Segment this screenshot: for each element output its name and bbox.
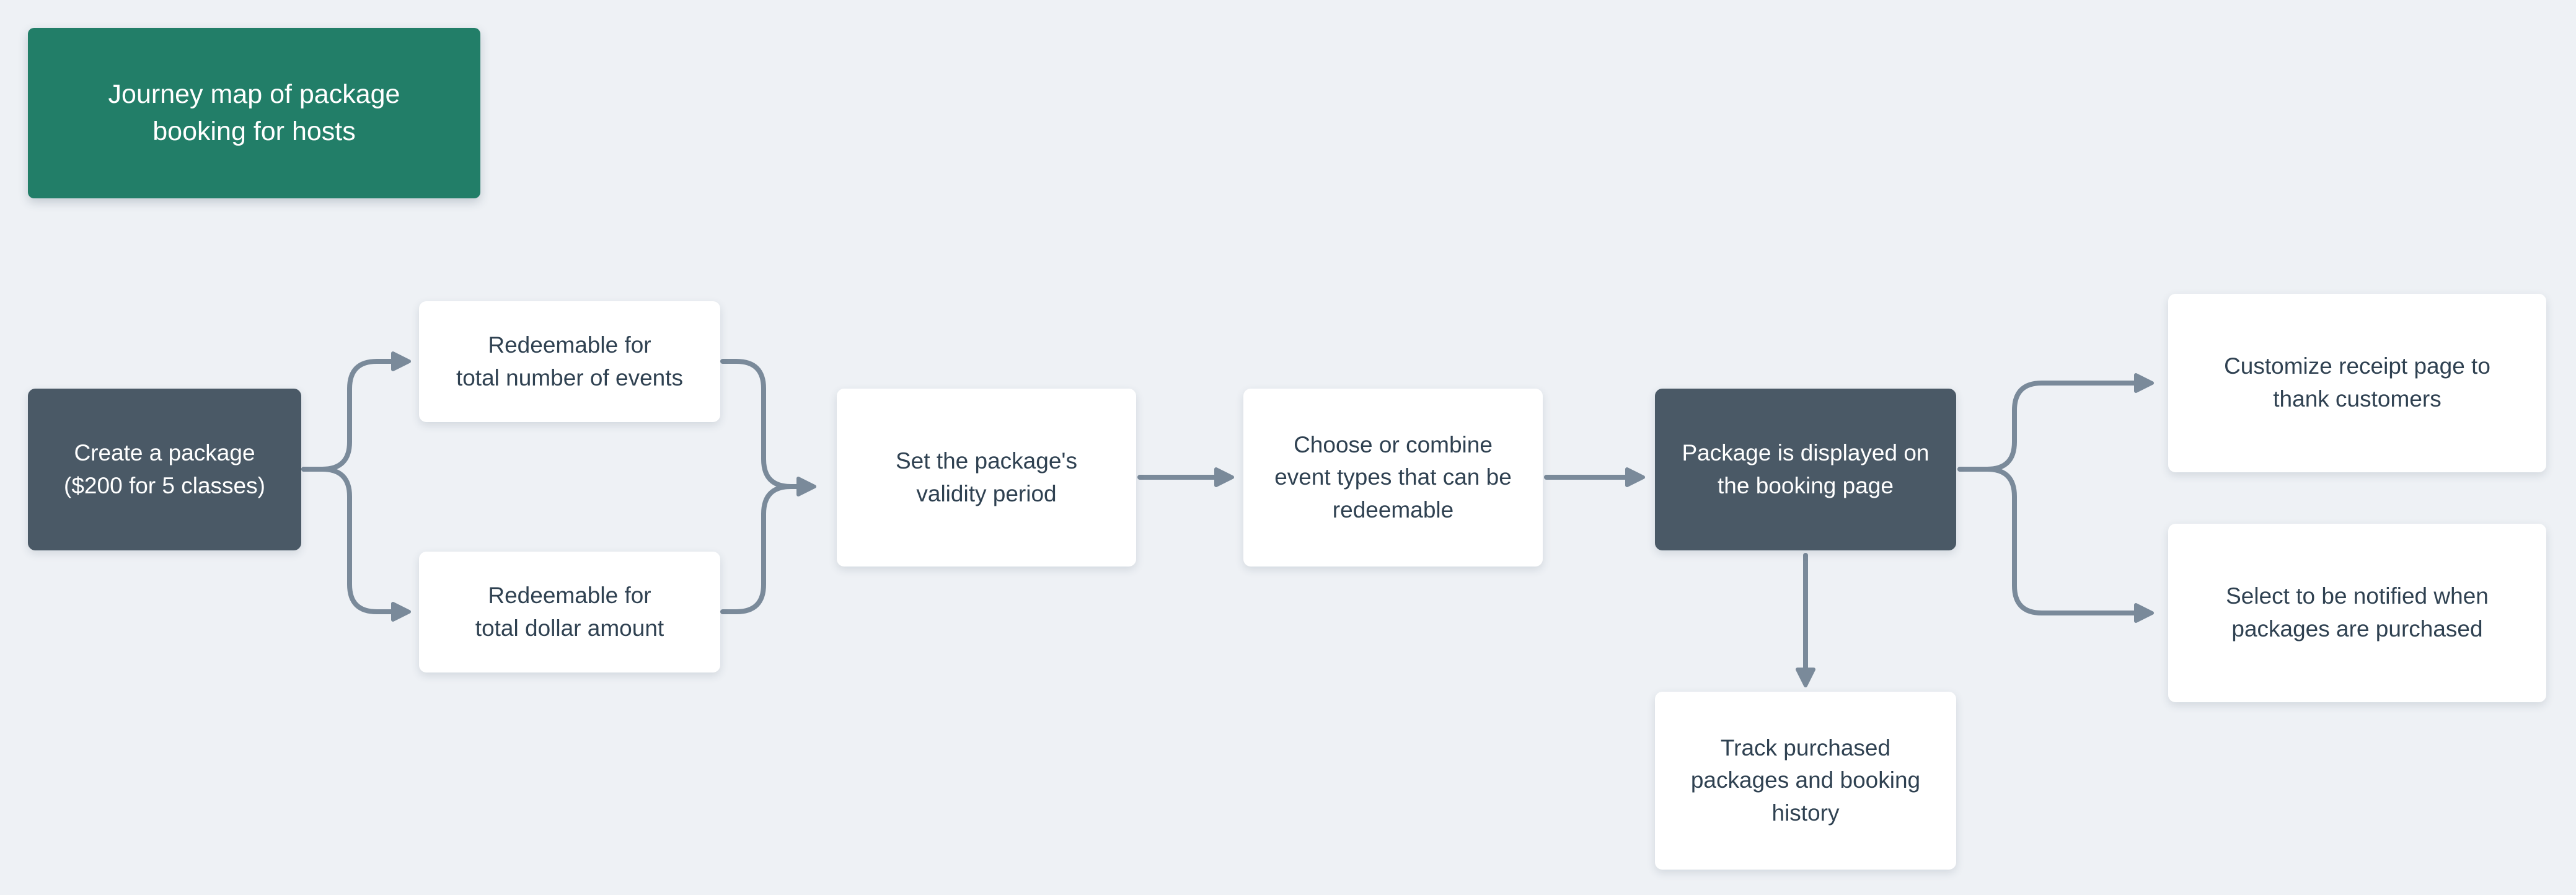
node-label: Package is displayed on the booking page (1682, 439, 1930, 498)
connector-redeemables-to-validity[interactable] (720, 359, 816, 614)
node-select-notified[interactable]: Select to be notified when packages are … (2168, 524, 2546, 702)
node-redeemable-dollar[interactable]: Redeemable for total dollar amount (419, 552, 720, 672)
node-label: Track purchased packages and booking his… (1690, 734, 1921, 826)
connector-choose-to-package[interactable] (1544, 467, 1645, 487)
node-track-purchased[interactable]: Track purchased packages and booking his… (1655, 692, 1956, 870)
node-label: Redeemable for total number of events (456, 332, 684, 390)
node-label: Select to be notified when packages are … (2226, 583, 2489, 641)
arrowhead-right-icon (2134, 603, 2154, 623)
node-customize-receipt[interactable]: Customize receipt page to thank customer… (2168, 294, 2546, 472)
connector-validity-to-choose[interactable] (1137, 467, 1234, 487)
node-choose-event-types[interactable]: Choose or combine event types that can b… (1243, 389, 1543, 567)
connector-package-to-track[interactable] (1796, 553, 1815, 687)
node-label: Customize receipt page to thank customer… (2224, 353, 2490, 412)
connector-package-to-notify[interactable] (1957, 467, 2154, 623)
node-validity-period[interactable]: Set the package's validity period (837, 389, 1136, 567)
connector-create-to-redeemable-events[interactable] (301, 351, 411, 472)
node-create-package[interactable]: Create a package ($200 for 5 classes) (28, 389, 301, 550)
node-label: Redeemable for total dollar amount (475, 582, 664, 641)
node-label: Choose or combine event types that can b… (1274, 431, 1512, 522)
arrowhead-right-icon (391, 351, 411, 371)
node-package-displayed[interactable]: Package is displayed on the booking page (1655, 389, 1956, 550)
arrowhead-down-icon (1796, 668, 1815, 687)
arrowhead-right-icon (1625, 467, 1645, 487)
connector-create-to-redeemable-dollar[interactable] (301, 467, 411, 622)
arrowhead-right-icon (796, 477, 816, 496)
node-label: Set the package's validity period (896, 448, 1077, 506)
title-card[interactable]: Journey map of package booking for hosts (28, 28, 480, 198)
connector-package-to-receipt[interactable] (1957, 373, 2154, 472)
arrowhead-right-icon (391, 602, 411, 622)
node-redeemable-events[interactable]: Redeemable for total number of events (419, 301, 720, 422)
arrowhead-right-icon (2134, 373, 2154, 393)
node-label: Create a package ($200 for 5 classes) (64, 439, 265, 498)
arrowhead-right-icon (1214, 467, 1234, 487)
title-card-label: Journey map of package booking for hosts (108, 79, 400, 146)
